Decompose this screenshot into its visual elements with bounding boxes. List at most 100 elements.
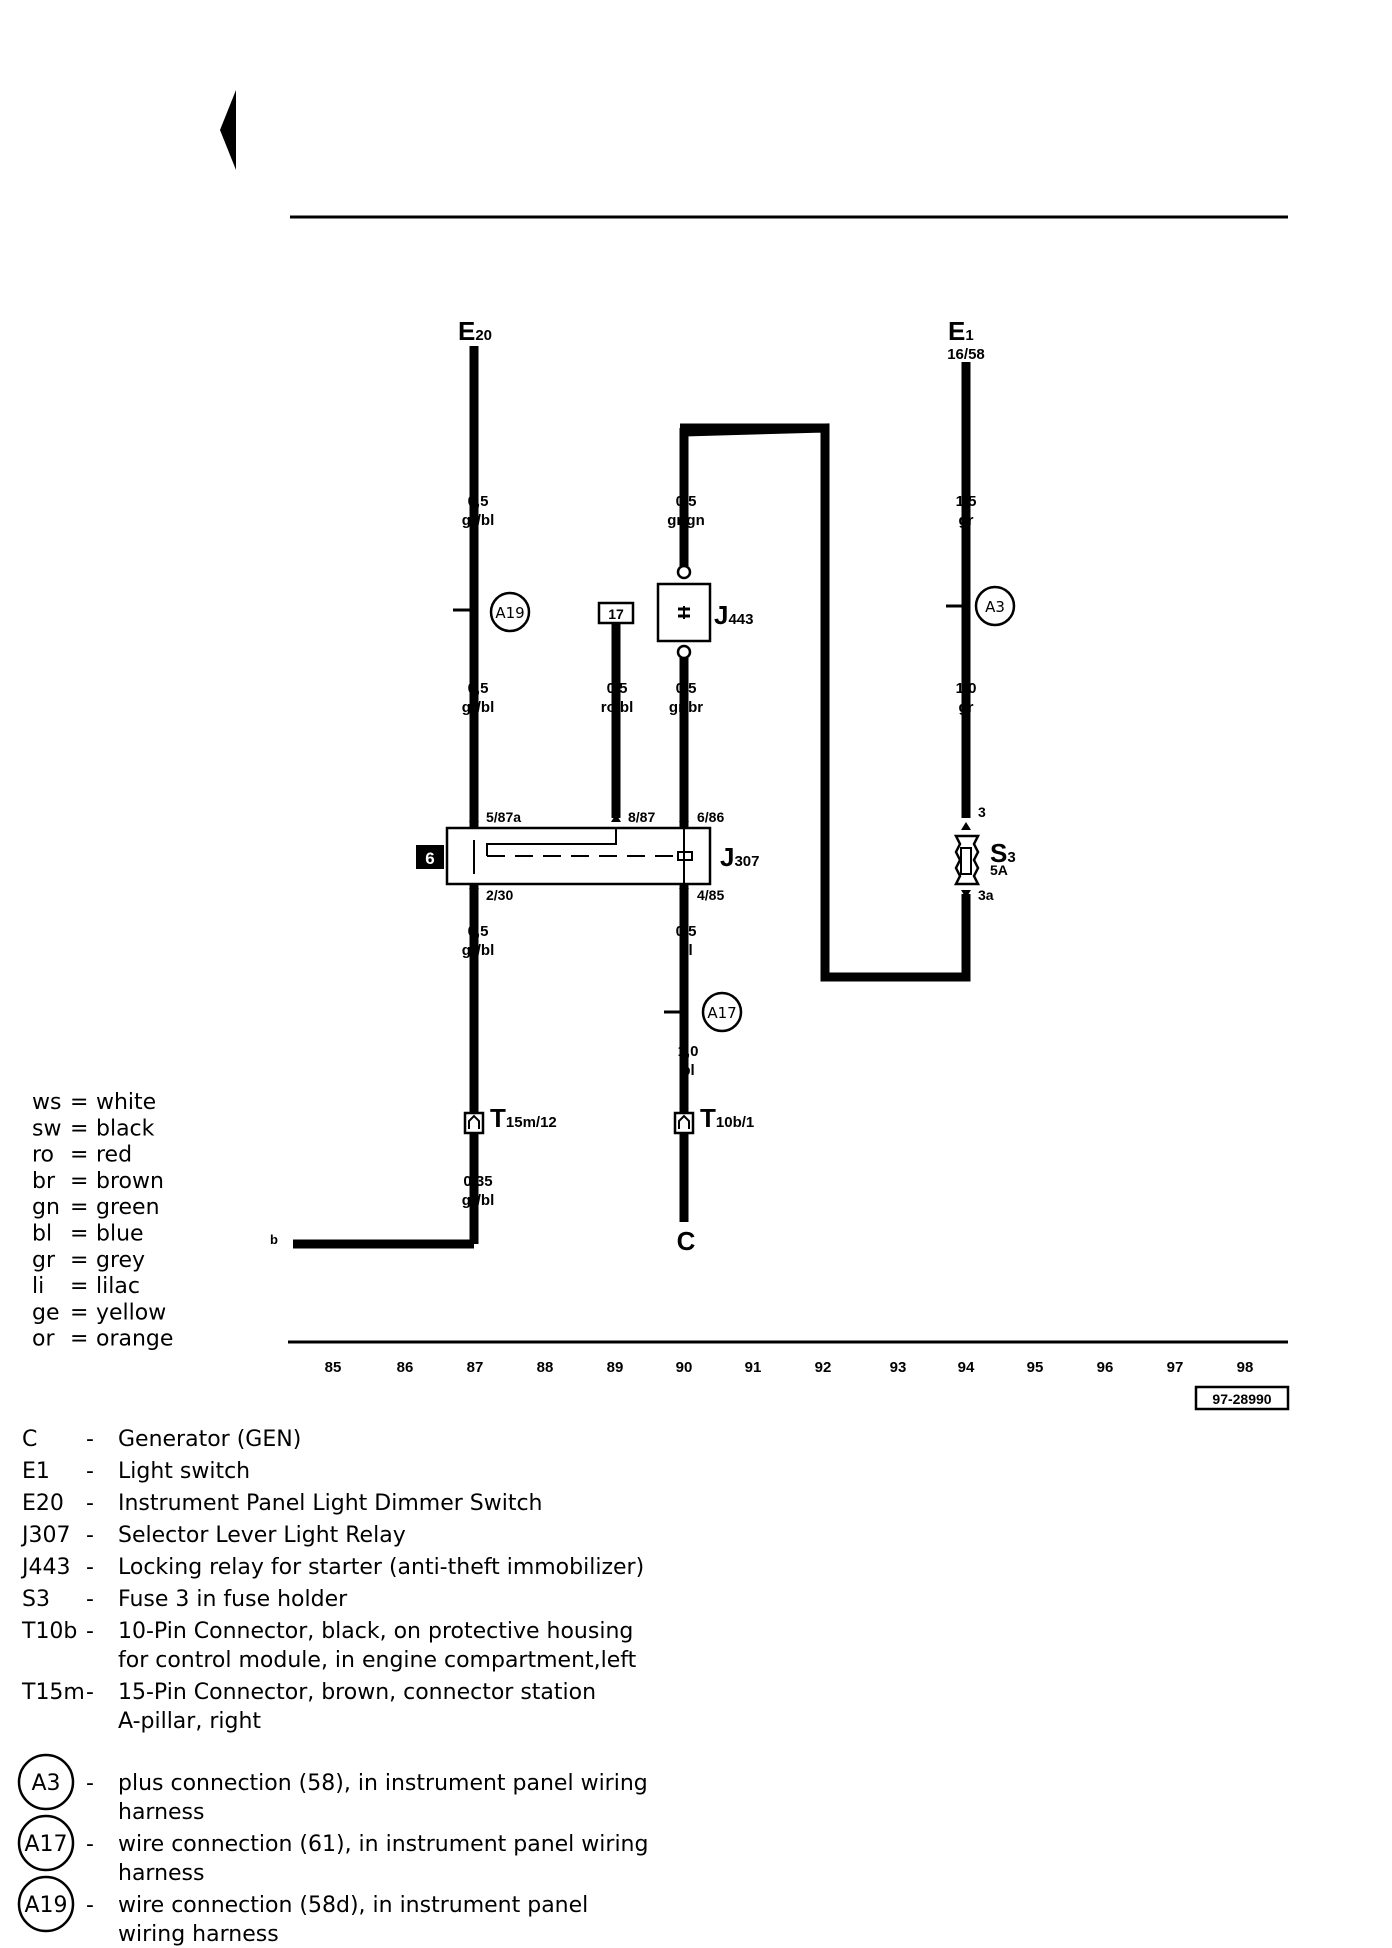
- legend-desc: plus connection (58), in instrument pane…: [118, 1771, 648, 1796]
- wire-b-label: b: [270, 1232, 278, 1247]
- legend-desc: Instrument Panel Light Dimmer Switch: [118, 1491, 543, 1516]
- relay-j307-symbol: [445, 814, 712, 896]
- track-number: 92: [815, 1359, 832, 1376]
- svg-text:97-28990: 97-28990: [1212, 1391, 1271, 1407]
- fuse-s3-symbol: [953, 822, 981, 898]
- legend-dash: -: [86, 1771, 94, 1796]
- svg-text:gr: gr: [959, 699, 974, 716]
- connector-t15m-icon: [463, 1111, 485, 1135]
- legend-desc-cont: wiring harness: [118, 1922, 279, 1947]
- relay-pin-4-85: 4/85: [697, 887, 724, 903]
- svg-text:17: 17: [608, 606, 624, 622]
- legend-connection-code: A19: [24, 1893, 67, 1918]
- legend-code: T10b: [21, 1619, 77, 1644]
- track-number: 91: [745, 1359, 762, 1376]
- legend-desc-cont: harness: [118, 1800, 205, 1825]
- legend-dash: -: [86, 1619, 94, 1644]
- legend-dash: -: [86, 1893, 94, 1918]
- svg-text:bl: bl: [679, 942, 692, 959]
- svg-text:bl: bl: [681, 1062, 694, 1079]
- component-e1-terminal: 16/58: [947, 346, 985, 363]
- legend-desc: Fuse 3 in fuse holder: [118, 1587, 348, 1612]
- track-number: 86: [397, 1359, 414, 1376]
- track-number: 98: [1237, 1359, 1254, 1376]
- legend-desc: wire connection (58d), in instrument pan…: [118, 1893, 588, 1918]
- legend-connection-circle: [17, 1875, 75, 1933]
- color-legend-name: lilac: [96, 1274, 140, 1299]
- wire-label-10: 1,0 bl: [678, 1043, 699, 1079]
- connection-a17-symbol: A17: [701, 991, 743, 1033]
- svg-text:0,5: 0,5: [676, 493, 697, 510]
- track-number: 87: [467, 1359, 484, 1376]
- connection-a3-label: A3: [985, 598, 1005, 616]
- color-legend-equals: =: [70, 1327, 88, 1352]
- legend-desc: Locking relay for starter (anti-theft im…: [118, 1555, 644, 1580]
- component-e1-label: E1: [948, 316, 974, 346]
- component-s3-label: S3: [990, 838, 1016, 868]
- legend-code: C: [22, 1427, 37, 1452]
- svg-text:6: 6: [425, 849, 434, 868]
- connector-t15m-label: T15m/12: [490, 1103, 557, 1133]
- svg-text:1,0: 1,0: [678, 1043, 699, 1060]
- legend-dash: -: [86, 1832, 94, 1857]
- wire-label-5: 0,5 ro/bl: [601, 680, 634, 716]
- color-legend-code: or: [32, 1327, 55, 1352]
- svg-text:0,5: 0,5: [468, 923, 489, 940]
- track-number: 89: [607, 1359, 624, 1376]
- color-legend-name: grey: [96, 1248, 145, 1273]
- track-number: 85: [325, 1359, 342, 1376]
- fuse-pin-in: 3: [978, 804, 986, 820]
- component-legend: C-Generator (GEN)E1-Light switchE20-Inst…: [20, 1427, 644, 1734]
- svg-text:1,0: 1,0: [956, 680, 977, 697]
- color-legend-equals: =: [70, 1248, 88, 1273]
- wire-label-4: 0,5 gr/bl: [462, 680, 495, 716]
- connection-legend: A3-plus connection (58), in instrument p…: [17, 1753, 648, 1947]
- svg-text:0,5: 0,5: [468, 493, 489, 510]
- color-legend-name: yellow: [96, 1300, 166, 1325]
- component-s3-rating: 5A: [990, 862, 1008, 878]
- color-legend-code: gr: [32, 1248, 56, 1273]
- relay-j307-box-number: 6: [416, 845, 444, 869]
- color-legend-name: green: [96, 1195, 160, 1220]
- wire-label-2: 0,5 gr/gn: [667, 493, 705, 529]
- legend-code: T15m: [21, 1680, 85, 1705]
- page-back-arrow-icon[interactable]: [220, 90, 236, 170]
- legend-code: S3: [22, 1587, 50, 1612]
- color-legend-name: brown: [96, 1169, 164, 1194]
- track-number: 95: [1027, 1359, 1044, 1376]
- color-legend-code: ge: [32, 1300, 60, 1325]
- legend-dash: -: [86, 1459, 94, 1484]
- component-j307-label: J307: [720, 842, 760, 872]
- wire-loop: [683, 423, 971, 982]
- diagram-id-box: 97-28990: [1194, 1385, 1290, 1411]
- relay-j443-symbol: [656, 564, 712, 660]
- connection-a17-label: A17: [707, 1004, 736, 1022]
- svg-text:gr/bl: gr/bl: [462, 699, 495, 716]
- color-legend-code: ro: [32, 1143, 54, 1168]
- color-legend-name: red: [96, 1143, 132, 1168]
- color-legend-equals: =: [70, 1300, 88, 1325]
- svg-text:1,5: 1,5: [956, 493, 977, 510]
- color-legend-name: black: [96, 1116, 155, 1141]
- relay-pin-2-30: 2/30: [486, 887, 513, 903]
- track-number: 88: [537, 1359, 554, 1376]
- legend-code: E20: [22, 1491, 64, 1516]
- color-legend-equals: =: [70, 1169, 88, 1194]
- svg-text:gr: gr: [959, 512, 974, 529]
- component-e20-label: E20: [458, 316, 492, 346]
- color-legend-equals: =: [70, 1195, 88, 1220]
- color-legend-equals: =: [70, 1222, 88, 1247]
- color-legend-code: gn: [32, 1195, 60, 1220]
- color-legend-name: orange: [96, 1327, 173, 1352]
- wire-label-11: 0,35 gr/bl: [462, 1173, 495, 1209]
- legend-desc: Selector Lever Light Relay: [118, 1523, 406, 1548]
- legend-connection-code: A17: [24, 1832, 67, 1857]
- fuse-pin-out: 3a: [978, 887, 994, 903]
- reference-box-17: 17: [597, 601, 635, 625]
- relay-pin-8-87: 8/87: [628, 809, 655, 825]
- connector-t10b-label: T10b/1: [700, 1103, 754, 1133]
- connection-a3-symbol: A3: [974, 585, 1016, 627]
- track-number: 93: [890, 1359, 907, 1376]
